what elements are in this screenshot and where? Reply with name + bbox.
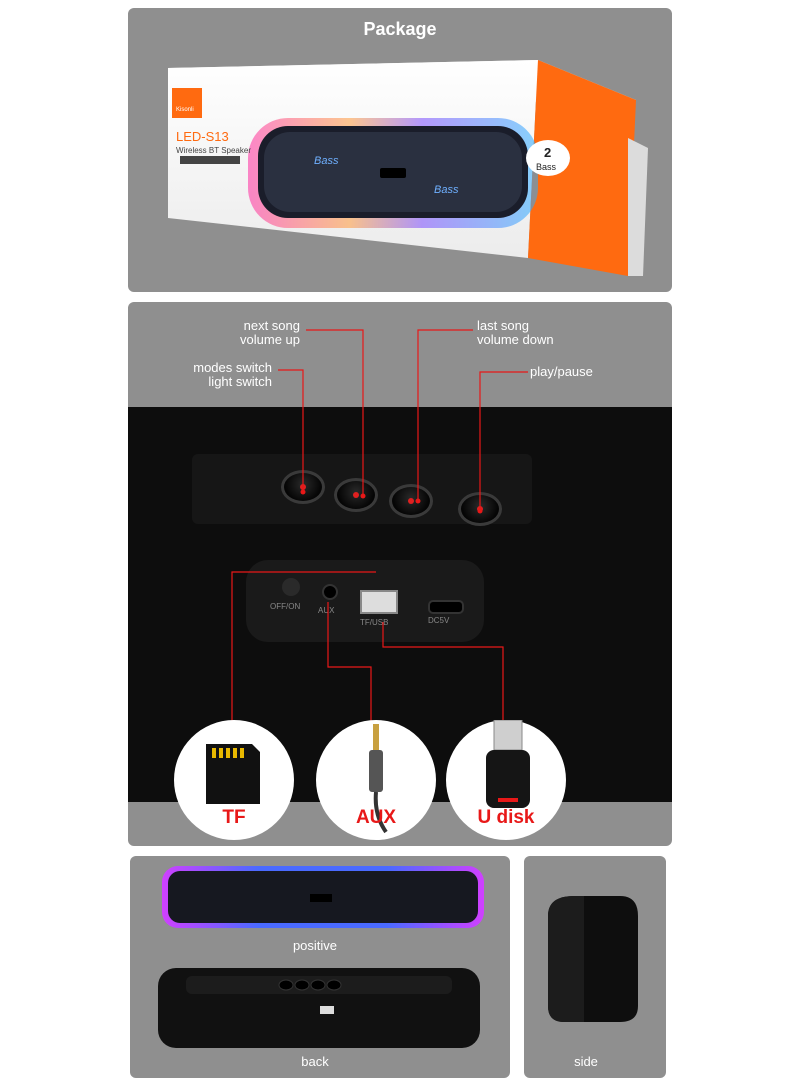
box-model: LED-S13	[176, 129, 229, 144]
label-next-song: next song	[243, 318, 300, 333]
tf-card-icon	[206, 744, 260, 804]
port-label-off-on: OFF/ON	[270, 602, 301, 611]
speaker-back-image	[158, 968, 480, 1048]
front-back-panel: positive back	[130, 856, 510, 1078]
box-bass-left: Bass	[314, 155, 339, 167]
aux-caption: AUX	[355, 807, 397, 828]
label-volume-up: volume up	[240, 332, 300, 347]
aux-cable-icon	[369, 724, 388, 834]
aux-port[interactable]	[322, 584, 338, 600]
dc5v-port[interactable]	[428, 600, 464, 614]
next-song-button[interactable]	[334, 478, 378, 512]
usb-drive-icon	[486, 720, 530, 808]
label-back: back	[301, 1054, 329, 1069]
label-positive: positive	[292, 938, 338, 953]
port-label-aux: AUX	[318, 606, 335, 615]
package-panel: Package	[128, 8, 672, 292]
last-song-button[interactable]	[389, 484, 433, 518]
controls-panel: OFF/ON AUX TF/USB DC5V next song volume …	[128, 302, 672, 846]
label-last-song: last song	[477, 318, 530, 333]
bass-badge-number: 2	[544, 145, 552, 160]
port-label-dc5v: DC5V	[428, 616, 450, 625]
package-title: Package	[363, 19, 437, 39]
label-light-switch: light switch	[208, 374, 272, 389]
tf-caption: TF	[222, 807, 246, 828]
side-panel: side	[524, 856, 666, 1078]
box-brand: Kisonli	[176, 107, 194, 113]
label-play-pause: play/pause	[530, 364, 593, 379]
speaker-side-image	[548, 896, 638, 1022]
button-indicator	[408, 498, 414, 504]
speaker-front-image	[162, 866, 484, 928]
button-indicator	[353, 492, 359, 498]
aux-circle: AUX	[316, 720, 436, 840]
u-disk-caption: U disk	[477, 807, 535, 828]
leader-lines	[231, 329, 528, 732]
port-label-tf-usb: TF/USB	[360, 618, 389, 627]
u-disk-circle: U disk	[446, 720, 566, 840]
box-bass-right: Bass	[434, 184, 459, 196]
label-modes-switch: modes switch	[193, 360, 272, 375]
package-box-image	[168, 60, 648, 276]
box-subtitle: Wireless BT Speaker	[176, 146, 251, 155]
tf-card-circle: TF	[174, 720, 294, 840]
power-switch-port[interactable]	[282, 578, 300, 596]
usb-port[interactable]	[360, 590, 398, 614]
label-side: side	[574, 1054, 598, 1069]
label-volume-down: volume down	[477, 332, 554, 347]
bass-badge-text: Bass	[536, 162, 557, 172]
